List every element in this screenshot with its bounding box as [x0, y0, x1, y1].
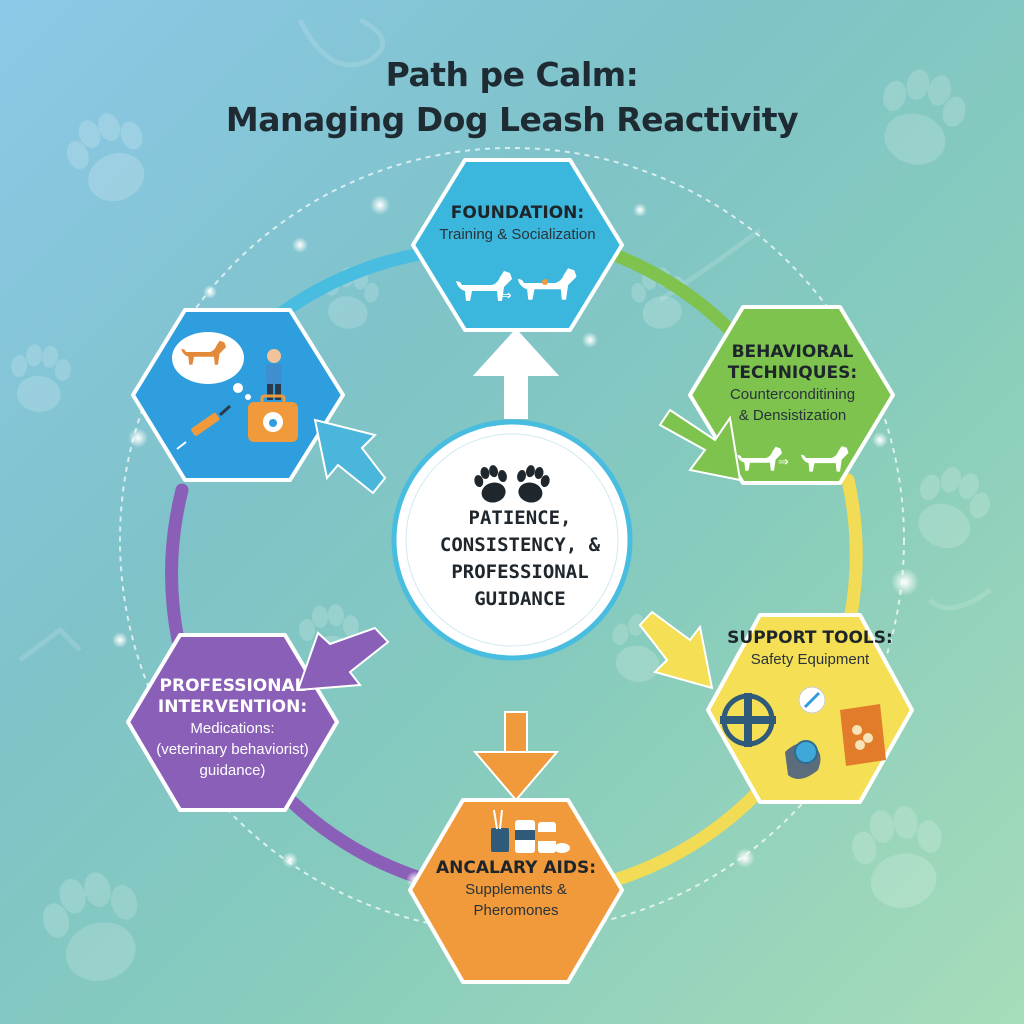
- medkit-icon: [248, 394, 298, 442]
- step-ancillary-line-2: Pheromones: [473, 902, 559, 919]
- center-message: PATIENCE, CONSISTENCY, & PROFESSIONAL GU…: [439, 507, 601, 610]
- step-behavioral-techniques: BEHAVIORAL TECHNIQUES: Counterconditinin…: [695, 342, 890, 426]
- arrow-to-professional: [296, 626, 390, 692]
- step-ancillary-heading: ANCALARY AIDS:: [435, 858, 597, 878]
- step-foundation: FOUNDATION: Training & Socialization: [415, 203, 620, 245]
- step-ancillary-line-1: Supplements &: [465, 881, 567, 898]
- step-professional-heading: PROFESSIONAL INTERVENTION:: [157, 676, 308, 717]
- harness-clicker-treats-icon: [720, 686, 886, 779]
- syringe-icon: [176, 404, 232, 450]
- dogs-transition-icon: ⇒: [456, 268, 577, 304]
- hexagon-ancillary-aids: [408, 798, 624, 984]
- step-behavioral-line-2: & Densistization: [738, 407, 847, 424]
- step-behavioral-heading: BEHAVIORAL TECHNIQUES:: [727, 342, 858, 383]
- step-professional-line-1: Medications:: [190, 720, 275, 737]
- supplement-bottles-icon: [491, 809, 570, 853]
- dog-thought-syringe-medkit-icon: [172, 332, 298, 450]
- hexagon-veterinary: [131, 308, 345, 482]
- dogs-transition-icon: ⇒: [737, 446, 849, 472]
- clicker-icon: [785, 740, 821, 779]
- arrow-to-behavioral: [658, 408, 742, 482]
- pill-icon: [798, 686, 826, 714]
- title-line-2: Managing Dog Leash Reactivity: [225, 100, 799, 139]
- step-support-line-1: Safety Equipment: [750, 651, 870, 668]
- person-icon: [266, 349, 282, 400]
- sparkles: [112, 195, 919, 889]
- harness-icon: [720, 693, 776, 747]
- treat-bag-icon: [840, 704, 886, 766]
- step-behavioral-line-1: Counterconditining: [729, 386, 856, 403]
- hexagon-behavioral-techniques: [688, 305, 895, 485]
- outer-dashed-ring: [119, 147, 905, 933]
- cycle-ring: [165, 245, 863, 887]
- arrow-to-support: [638, 610, 714, 690]
- arrow-up-white: [472, 328, 560, 419]
- center-hub: [391, 419, 633, 661]
- thought-bubble-icon: [172, 332, 251, 400]
- step-professional-intervention: PROFESSIONAL INTERVENTION: Medications: …: [135, 676, 330, 781]
- svg-text:⇒: ⇒: [500, 288, 512, 304]
- step-ancillary-aids: ANCALARY AIDS: Supplements & Pheromones: [412, 858, 620, 921]
- arrow-down-orange: [472, 711, 560, 802]
- step-support-tools: SUPPORT TOOLS: Safety Equipment: [715, 628, 905, 670]
- step-professional-line-2: (veterinary behaviorist): [156, 741, 309, 758]
- arrow-to-veterinary: [313, 418, 387, 495]
- svg-text:⇒: ⇒: [778, 455, 789, 470]
- step-support-heading: SUPPORT TOOLS:: [727, 628, 893, 648]
- step-foundation-line-1: Training & Socialization: [439, 226, 596, 243]
- step-foundation-heading: FOUNDATION:: [450, 203, 585, 223]
- title-line-1: Path pe Calm:: [385, 55, 639, 94]
- flow-arrows: [296, 328, 742, 802]
- hexagon-foundation: [411, 158, 624, 332]
- step-professional-line-3: guidance): [199, 762, 266, 779]
- hexagon-professional-intervention: [126, 633, 339, 812]
